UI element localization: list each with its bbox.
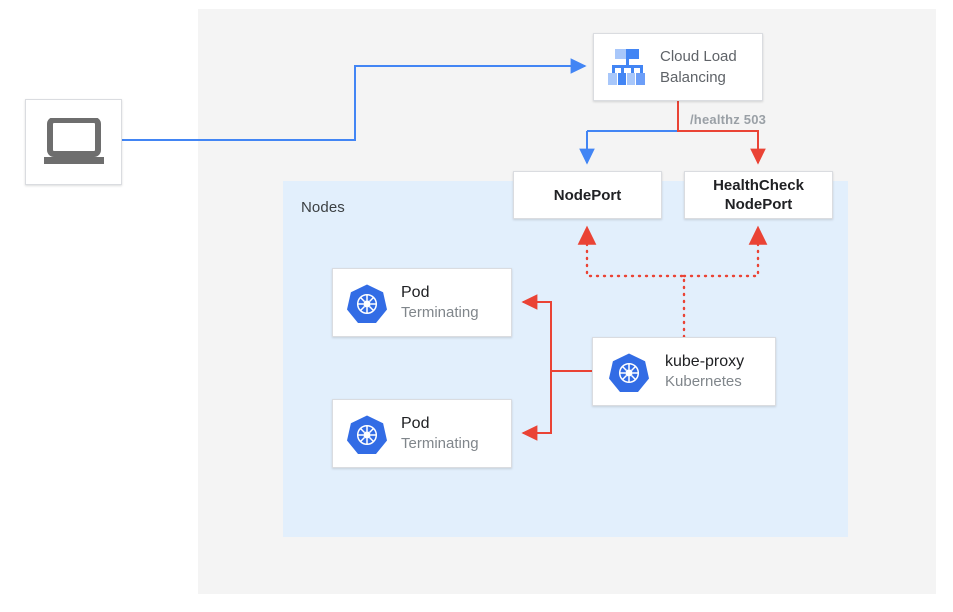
nodeport-node[interactable]: NodePort — [513, 171, 662, 219]
kube-proxy-title: kube-proxy — [665, 352, 745, 370]
pod-node-1[interactable]: Pod Terminating — [332, 268, 512, 337]
kube-proxy-subtitle: Kubernetes — [665, 372, 742, 390]
nodeport-label: NodePort — [553, 186, 622, 204]
healthcheck-nodeport-label: HealthCheck NodePort — [713, 176, 804, 214]
cloud-load-balancing-line1: Cloud Load — [660, 48, 737, 65]
kubernetes-icon — [609, 353, 649, 392]
client-node[interactable] — [25, 99, 122, 185]
pod-2-text: Pod Terminating — [401, 414, 479, 454]
pod-2-status: Terminating — [401, 434, 479, 452]
pod-1-title: Pod — [401, 283, 430, 301]
pod-2-title: Pod — [401, 414, 430, 432]
cloud-load-balancing-icon — [608, 49, 645, 85]
kube-proxy-node[interactable]: kube-proxy Kubernetes — [592, 337, 776, 406]
healthcheck-nodeport-node[interactable]: HealthCheck NodePort — [684, 171, 833, 219]
cloud-load-balancing-node[interactable]: Cloud Load Balancing — [593, 33, 763, 101]
healthcheck-nodeport-line1: HealthCheck — [713, 177, 804, 194]
healthz-503-edge-label: /healthz 503 — [690, 112, 767, 127]
laptop-icon — [43, 118, 104, 164]
pod-1-text: Pod Terminating — [401, 283, 479, 323]
healthcheck-nodeport-line2: NodePort — [724, 196, 793, 213]
cloud-load-balancing-line2: Balancing — [660, 69, 726, 86]
cloud-load-balancing-label: Cloud Load Balancing — [660, 46, 737, 88]
pod-1-status: Terminating — [401, 303, 479, 321]
nodes-region-label: Nodes — [301, 199, 345, 216]
kube-proxy-text: kube-proxy Kubernetes — [665, 352, 744, 392]
pod-node-2[interactable]: Pod Terminating — [332, 399, 512, 468]
kubernetes-icon — [347, 284, 387, 323]
kubernetes-icon — [347, 415, 387, 454]
